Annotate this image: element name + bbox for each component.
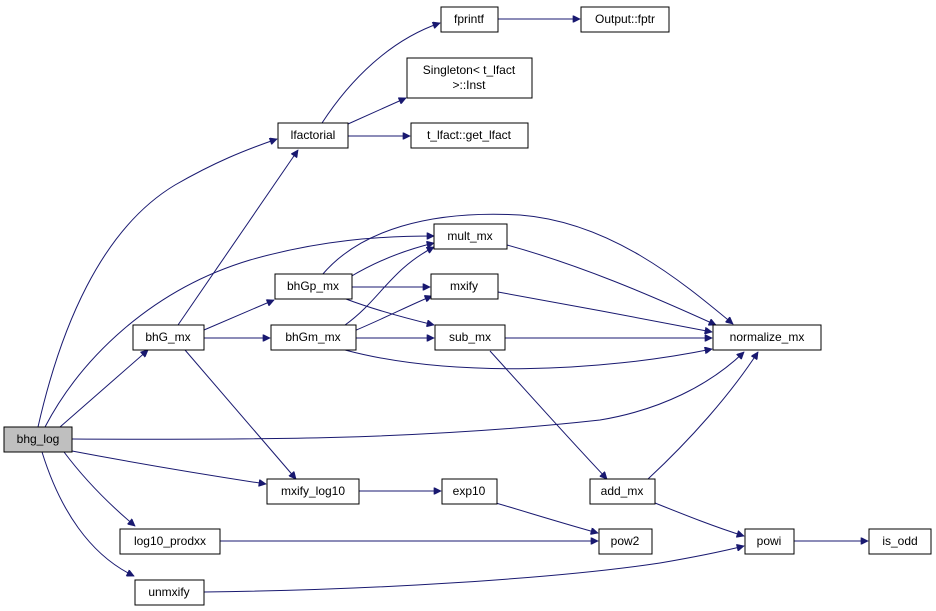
edge-bhg_log-normalize_mx [71,352,744,440]
node-label-line1: Singleton< t_lfact [423,63,516,77]
node-normalize_mx[interactable]: normalize_mx [712,324,822,351]
edge-lfactorial-fprintf [321,23,440,124]
edge-bhG_mx-mxify_log10 [184,349,296,479]
node-label: bhG_mx [145,330,190,344]
node-label: powi [757,534,782,548]
node-label: Output::fptr [595,12,655,26]
edge-bhGm_mx-mxify [353,296,432,332]
node-label: mxify_log10 [281,484,345,498]
node-mult_mx[interactable]: mult_mx [433,223,508,250]
edge-lfactorial-singleton [347,98,406,125]
node-bhg_log[interactable]: bhg_log [3,426,73,453]
node-lfactorial[interactable]: lfactorial [277,122,349,149]
node-fprintf[interactable]: fprintf [440,6,499,33]
node-label: is_odd [882,534,917,548]
node-label: unmxify [148,585,189,599]
edge-bhGp_mx-normalize_mx [321,213,733,324]
node-singleton[interactable]: Singleton< t_lfact >::Inst [406,57,533,99]
node-label: t_lfact::get_lfact [427,128,512,142]
node-label: log10_prodxx [134,534,206,548]
edge-bhGp_mx-mult_mx [349,243,434,278]
edge-exp10-pow2 [495,502,598,533]
edge-bhGm_mx-normalize_mx [344,349,712,370]
edge-bhg_log-bhG_mx [59,350,148,428]
node-add_mx[interactable]: add_mx [589,478,656,505]
node-label: bhg_log [17,432,60,446]
edge-bhG_mx-bhGp_mx [203,300,274,331]
node-label: lfactorial [291,128,336,142]
node-label: mult_mx [447,229,492,243]
edge-mult_mx-normalize_mx [506,244,716,325]
node-log10_prodxx[interactable]: log10_prodxx [119,528,221,555]
node-get_lfact[interactable]: t_lfact::get_lfact [410,122,529,149]
node-label: pow2 [611,534,640,548]
node-label: sub_mx [449,330,491,344]
edge-add_mx-powi [654,502,744,536]
node-label: normalize_mx [730,330,805,344]
node-bhGm_mx[interactable]: bhGm_mx [270,324,357,351]
node-unmxify[interactable]: unmxify [134,579,205,606]
node-label: add_mx [601,484,644,498]
node-bhG_mx[interactable]: bhG_mx [132,324,205,351]
node-mxify[interactable]: mxify [430,273,499,300]
edge-bhGp_mx-sub_mx [345,298,434,325]
node-pow2[interactable]: pow2 [598,528,653,555]
node-bhGp_mx[interactable]: bhGp_mx [274,273,353,300]
edge-bhg_log-lfactorial [37,139,277,428]
edge-add_mx-normalize_mx [647,352,758,480]
node-label: exp10 [453,484,486,498]
node-exp10[interactable]: exp10 [441,478,498,505]
edge-bhG_mx-lfactorial [177,150,298,326]
node-output_fptr[interactable]: Output::fptr [580,6,670,33]
edge-bhg_log-mult_mx [44,236,434,428]
edge-sub_mx-add_mx [489,350,607,479]
node-label: fprintf [454,12,485,26]
node-label-line2: >::Inst [452,78,486,92]
edge-bhGm_mx-mult_mx [344,246,434,326]
edge-bhg_log-mxify_log10 [71,450,266,484]
node-mxify_log10[interactable]: mxify_log10 [266,478,360,505]
node-label: mxify [450,279,478,293]
edge-unmxify-powi [203,546,744,593]
edge-bhg_log-log10_prodxx [63,451,135,526]
edge-bhg_log-unmxify [41,451,134,576]
edge-mxify-normalize_mx [497,291,712,332]
node-is_odd[interactable]: is_odd [868,528,932,555]
node-label: bhGp_mx [287,279,339,293]
node-sub_mx[interactable]: sub_mx [434,324,506,351]
node-label: bhGm_mx [285,330,340,344]
node-powi[interactable]: powi [744,528,795,555]
